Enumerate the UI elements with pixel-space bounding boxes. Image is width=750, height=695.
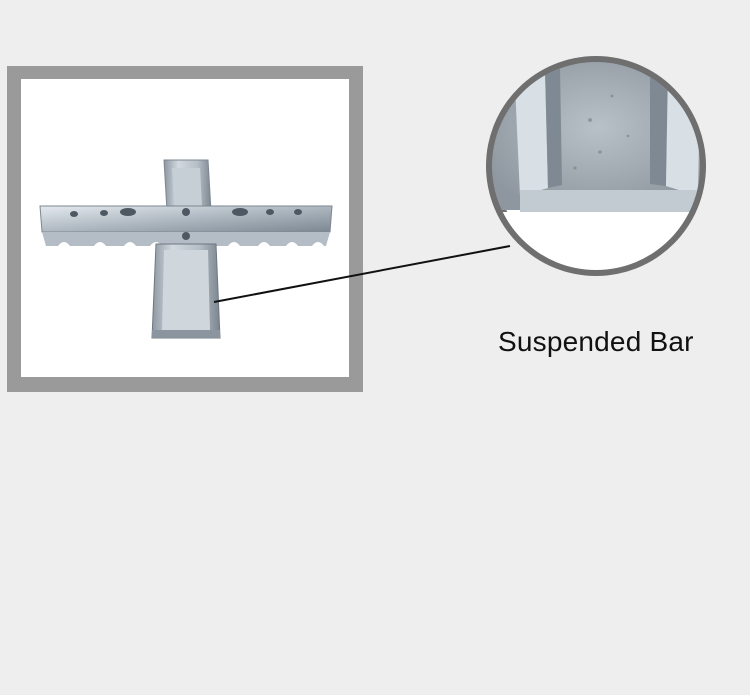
zoom-detail-circle: [486, 56, 706, 276]
product-caption: Suspended Bar: [498, 326, 694, 357]
cross-joint-product: [39, 159, 333, 339]
callout-line: [213, 245, 511, 303]
